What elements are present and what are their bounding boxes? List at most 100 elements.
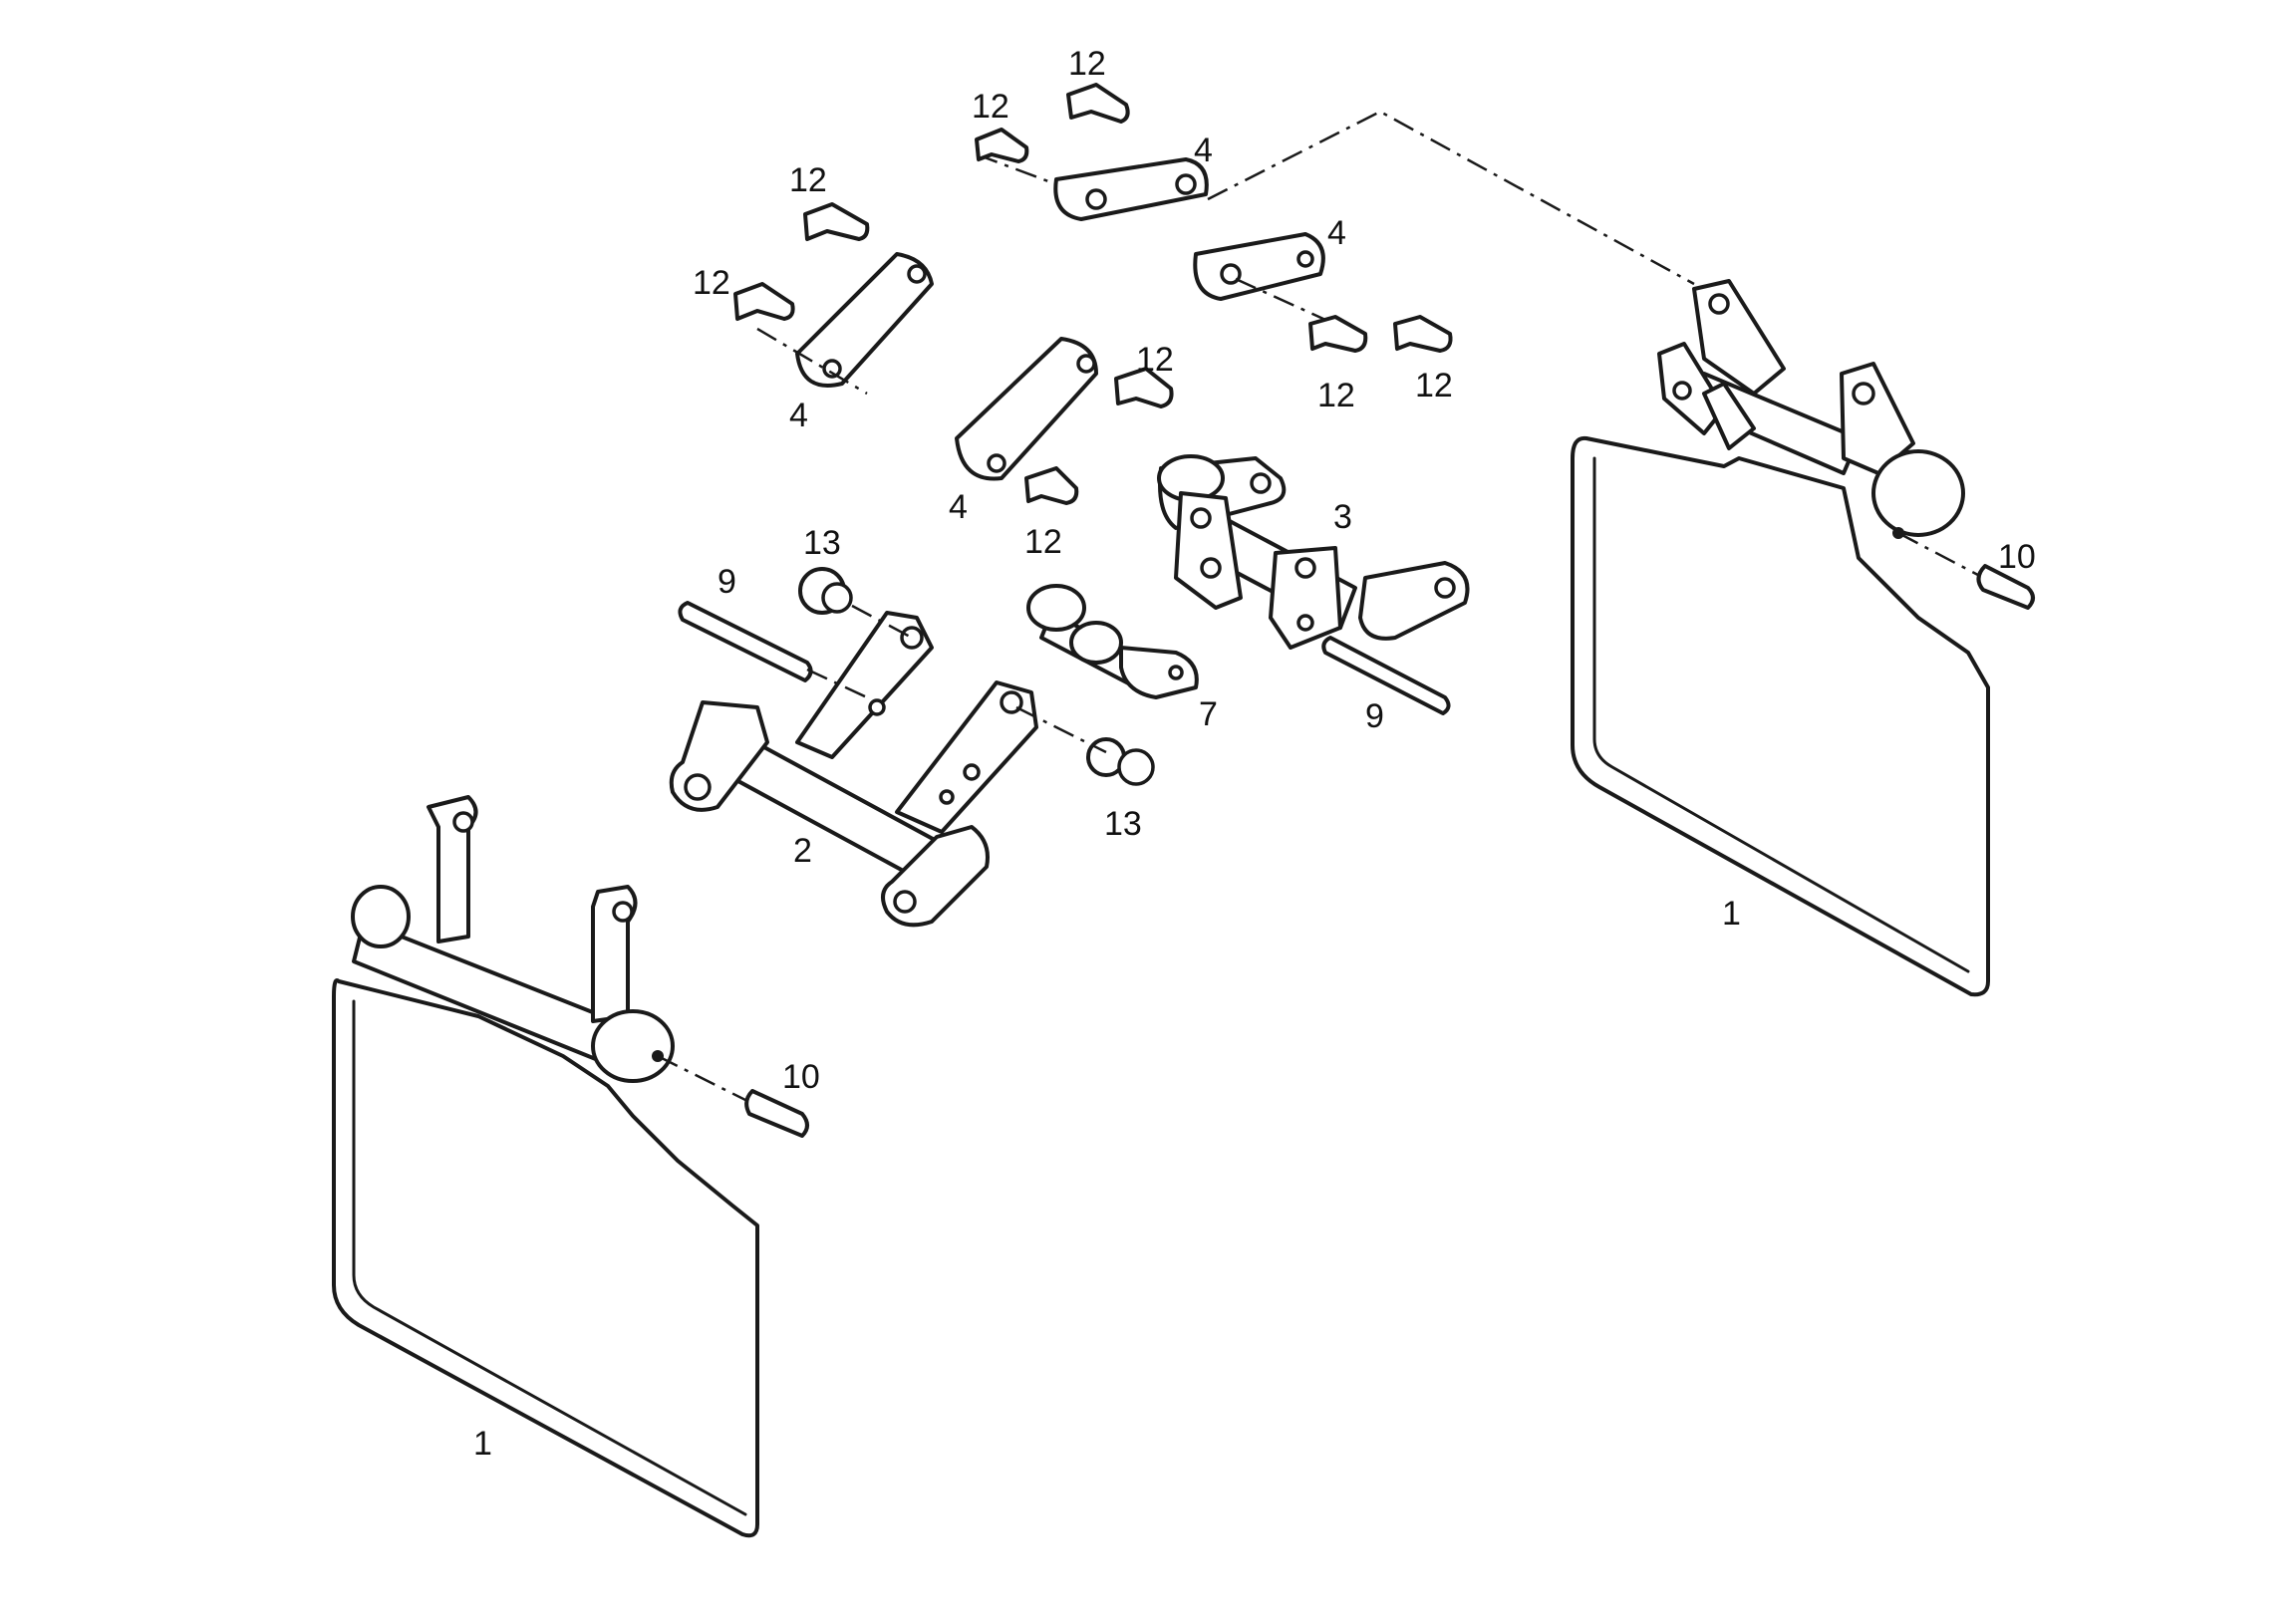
part-9-left-axis — [806, 668, 868, 699]
callout-9-right: 9 — [1365, 697, 1384, 735]
knob-13-bottom-axis — [1015, 705, 1107, 754]
right-pin-10 — [1976, 564, 2035, 610]
left-flap-plate — [332, 978, 759, 1538]
part-9-left-pin — [678, 601, 813, 682]
left-hinge-end-cap — [591, 1009, 675, 1083]
yoke-plate-b-hole3 — [939, 789, 955, 805]
link-4-center-hole-b — [1076, 354, 1096, 374]
right-flap-lip — [1592, 456, 1970, 973]
shaft-3-right-flange — [1269, 546, 1342, 650]
part-7-cam — [1026, 584, 1199, 699]
callout-12-d: 12 — [693, 264, 730, 302]
yoke-plate-a — [795, 611, 934, 759]
part-3-shaft — [1157, 454, 1470, 650]
link-4-center-body — [955, 337, 1098, 481]
part-4-center-link — [955, 337, 1098, 481]
left-flap-assembly — [332, 795, 809, 1538]
callout-1-left: 1 — [473, 1425, 492, 1463]
part-13-bottom-knob — [1015, 705, 1155, 786]
part-4-top-link — [976, 152, 1209, 221]
right-bracket-hole — [1852, 382, 1875, 405]
callout-7: 7 — [1199, 695, 1218, 733]
callout-12-c: 12 — [789, 161, 827, 199]
pin-12-g — [1308, 315, 1368, 353]
right-hinge-lug-c — [1702, 382, 1756, 450]
link-4-top-hole-a — [1085, 188, 1107, 210]
right-lug-hole-b — [1672, 381, 1692, 401]
callout-9-left: 9 — [718, 563, 736, 601]
callout-4-top: 4 — [1194, 132, 1213, 169]
shaft-3-flange-hole-b — [1200, 557, 1222, 579]
callout-2: 2 — [793, 832, 812, 870]
pin-12-a — [1066, 83, 1130, 124]
link-4-mid-hole-a — [1220, 263, 1242, 285]
yoke-plate-a-hole2 — [868, 698, 886, 716]
dash-chain-leader — [1207, 110, 1695, 286]
pin-12-f — [1024, 466, 1079, 505]
callout-12-a: 12 — [1068, 45, 1106, 83]
shaft-3-rflange-hole-a — [1294, 557, 1316, 579]
left-lug-hole-a — [452, 811, 474, 833]
link-4-left-hole-b — [907, 264, 927, 284]
part-4-mid-link — [1193, 232, 1346, 331]
shaft-3-top-hole — [1250, 472, 1272, 494]
cam-7-block — [1119, 646, 1199, 699]
yoke-plate-b-hole2 — [963, 763, 981, 781]
left-hinge-lug-a — [427, 795, 478, 944]
callout-10-right: 10 — [1998, 538, 2036, 576]
cam-7-left-wheel — [1026, 584, 1086, 632]
callout-1-right: 1 — [1722, 895, 1741, 933]
callout-12-b: 12 — [972, 88, 1009, 126]
callout-12-f: 12 — [1024, 523, 1062, 561]
left-pin-10 — [744, 1089, 809, 1138]
knob-13-top-axis — [851, 604, 913, 640]
link-4-left-axis — [756, 327, 868, 396]
callout-4-mid: 4 — [1327, 214, 1346, 252]
yoke-right-hole — [893, 890, 917, 914]
callout-13-bottom: 13 — [1104, 805, 1142, 843]
link-4-top-hole-b — [1175, 173, 1197, 195]
shaft-3-lever-hole — [1434, 577, 1456, 599]
link-4-top-axis — [976, 152, 1057, 186]
pin-12-b — [975, 128, 1029, 163]
part-2-yoke — [669, 611, 1038, 928]
callout-12-h: 12 — [1415, 367, 1453, 404]
callout-13-top: 13 — [803, 524, 841, 562]
part-13-top-knob — [798, 567, 913, 640]
part-9-right-pin — [1321, 636, 1451, 715]
left-flap-lip — [352, 999, 747, 1516]
yoke-plate-b — [895, 680, 1038, 834]
callout-12-g: 12 — [1317, 377, 1355, 414]
cam-7-block-hole — [1168, 665, 1184, 680]
shaft-3-rflange-hole-b — [1296, 614, 1314, 632]
right-flap-plate — [1571, 435, 1990, 997]
shaft-3-lever-arm — [1358, 561, 1470, 641]
knob-13-bottom-inner — [1117, 748, 1155, 786]
link-4-center-hole-a — [987, 453, 1006, 473]
right-hinge-end-cap — [1871, 449, 1965, 537]
callout-4-center: 4 — [949, 488, 968, 526]
left-pin-axis — [657, 1054, 758, 1108]
left-hinge-end-left — [351, 885, 411, 948]
link-4-mid-hole-b — [1296, 250, 1314, 268]
yoke-plate-a-hole — [900, 626, 924, 650]
yoke-left-hole — [684, 773, 712, 801]
callout-12-e: 12 — [1136, 341, 1174, 379]
right-lug-hole-a — [1708, 293, 1730, 315]
pin-12-c — [803, 202, 870, 241]
shaft-3-flange-hole-a — [1190, 507, 1212, 529]
pin-12-d — [733, 282, 795, 321]
cam-7-center-wheel — [1069, 621, 1123, 665]
callout-10-left: 10 — [782, 1058, 820, 1096]
pin-12-e — [1114, 367, 1174, 408]
right-flap-assembly — [1571, 279, 2035, 997]
part-12-pins — [733, 83, 1453, 505]
part-4-left-link — [756, 252, 934, 396]
link-4-left-hole-a — [822, 359, 842, 379]
callout-4-left: 4 — [789, 397, 808, 434]
callout-3: 3 — [1333, 498, 1352, 536]
pin-12-h — [1393, 315, 1453, 353]
knob-13-top-inner — [821, 582, 853, 614]
link-4-left-body — [795, 252, 934, 388]
